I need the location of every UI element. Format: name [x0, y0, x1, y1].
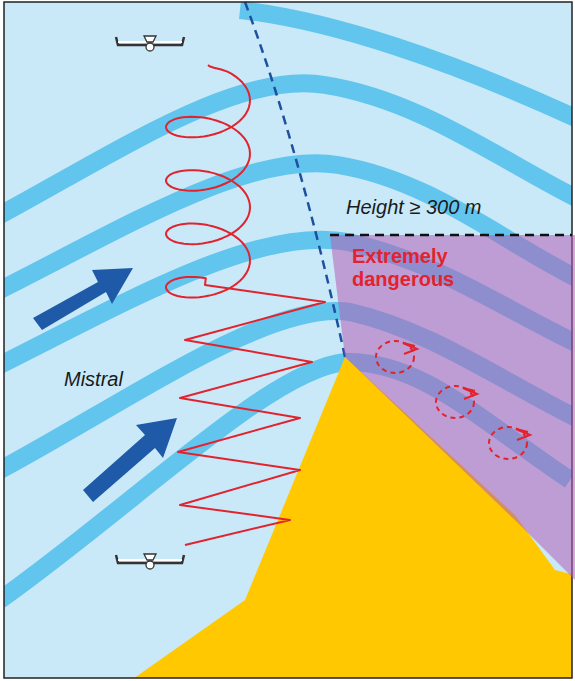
- danger-zone: Extremely dangerous: [330, 235, 575, 585]
- warning-text: Extremely dangerous: [352, 245, 502, 291]
- wind-label: Mistral: [64, 368, 123, 391]
- glider-icons: [116, 36, 184, 569]
- wind-arrows: [33, 268, 177, 502]
- glider-track-line: [166, 65, 325, 545]
- wave-boundary-line: [245, 2, 345, 357]
- height-label: Height ≥ 300 m: [346, 196, 482, 219]
- glider-track: [166, 65, 325, 545]
